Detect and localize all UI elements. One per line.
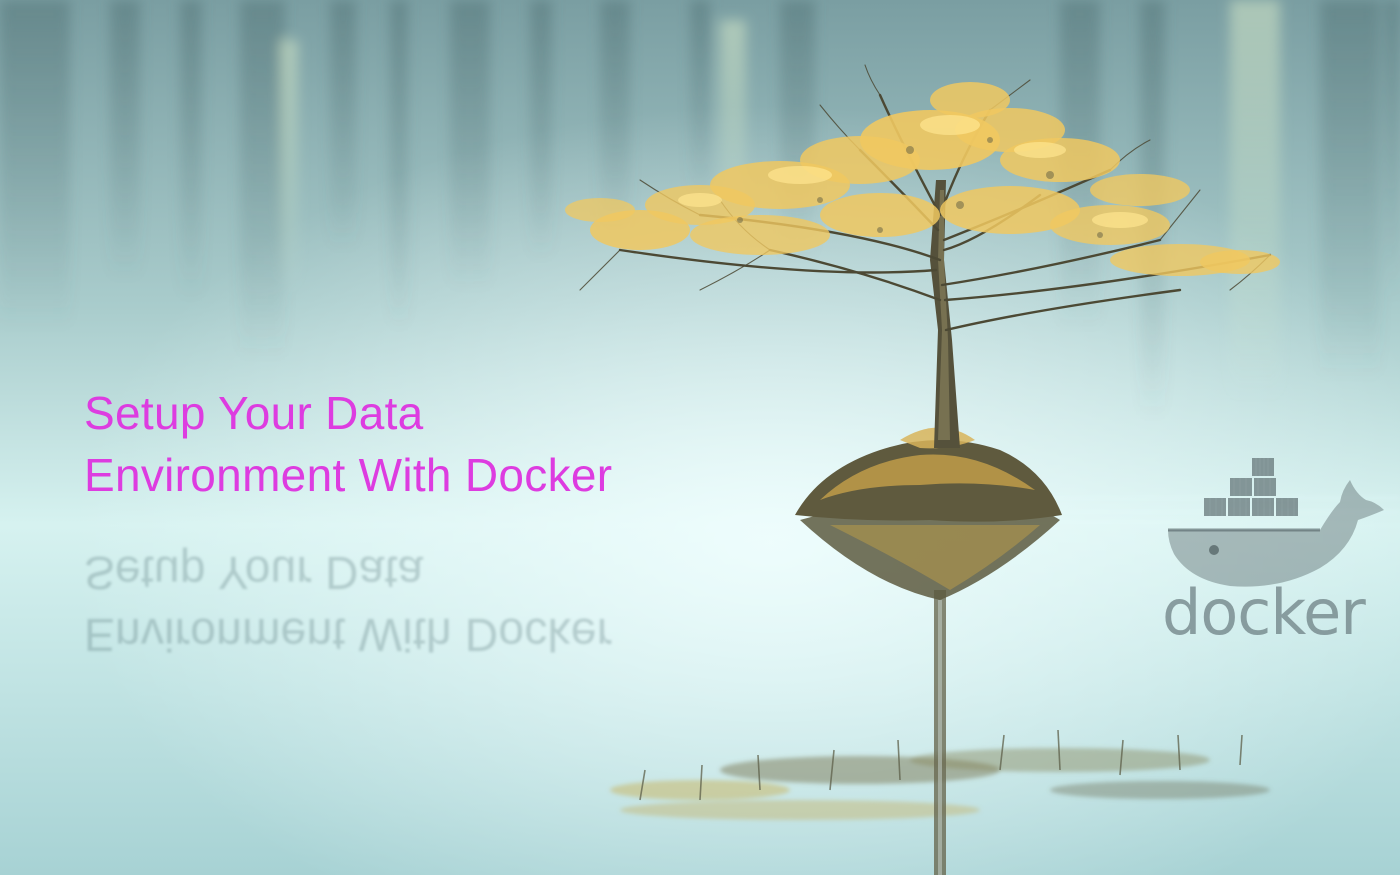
docker-wordmark: docker [1162, 576, 1366, 649]
headline-reflection: Environment With Docker Setup Your Data [84, 542, 612, 666]
headline-line-1: Setup Your Data [84, 387, 424, 439]
headline: Setup Your Data Environment With Docker [84, 382, 612, 506]
docker-whale-icon [1168, 458, 1384, 587]
reflection-line-1: Setup Your Data [84, 547, 424, 599]
headline-line-2: Environment With Docker [84, 449, 613, 501]
reflection-line-2: Environment With Docker [84, 609, 613, 661]
